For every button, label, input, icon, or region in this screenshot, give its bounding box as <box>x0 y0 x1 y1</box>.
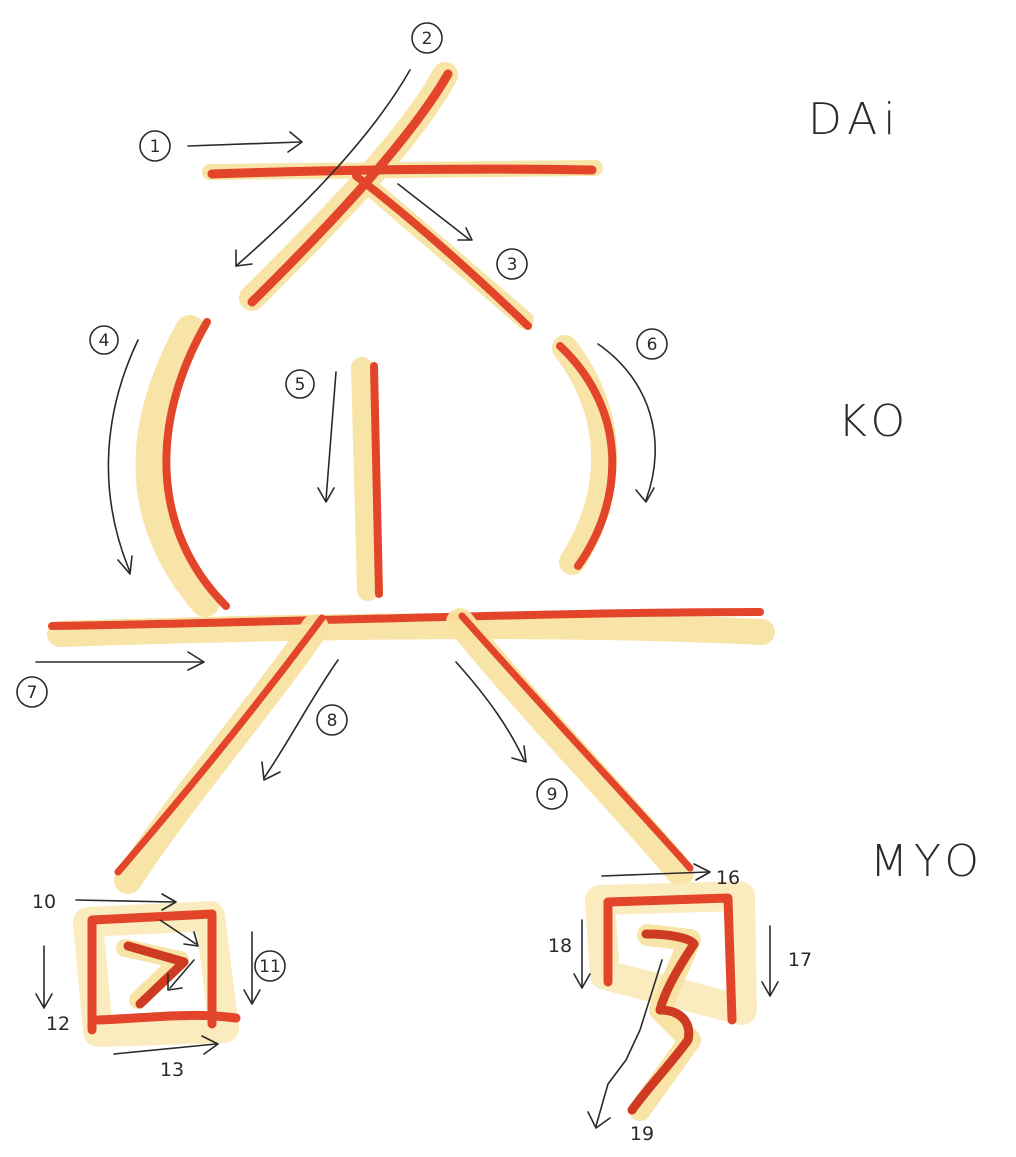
stroke-number-18: 18 <box>548 935 572 957</box>
stroke-number-11: 11 <box>259 957 281 977</box>
stroke-number-13: 13 <box>160 1059 184 1081</box>
stroke-number-1: 1 <box>150 137 161 157</box>
kanji-dai <box>210 74 595 326</box>
stroke-number-9: 9 <box>547 785 558 805</box>
stroke-number-3: 3 <box>507 255 518 275</box>
box-left-bottom <box>98 1015 236 1020</box>
stroke-3-right-falling <box>356 176 528 326</box>
stroke-number-16: 16 <box>716 867 740 889</box>
kanji-ko <box>150 322 612 606</box>
stroke-number-6: 6 <box>647 335 658 355</box>
arrow-stroke-1 <box>188 142 300 146</box>
stroke-5-vertical <box>374 366 379 594</box>
stroke-1-horizontal <box>212 169 592 174</box>
reading-myo: MYO <box>870 836 985 887</box>
stroke-numbers: 1 2 3 4 5 6 7 8 9 10 11 12 13 16 17 18 1… <box>17 23 812 1145</box>
stroke-number-10: 10 <box>32 891 56 913</box>
arrow-stroke-5 <box>326 372 336 500</box>
reading-ko: KO <box>838 396 911 447</box>
stroke-9-right-leg <box>462 616 690 868</box>
stroke-number-12: 12 <box>46 1013 70 1035</box>
readings: DAi KO MYO <box>808 94 985 887</box>
arrow-stroke-4 <box>108 340 138 572</box>
stroke-number-19: 19 <box>630 1123 654 1145</box>
stroke-number-5: 5 <box>295 375 306 395</box>
stroke-number-4: 4 <box>99 331 110 351</box>
kanji-myo <box>52 612 762 1110</box>
stroke-8-left-leg <box>118 618 322 872</box>
stroke-number-8: 8 <box>327 711 338 731</box>
stroke-number-17: 17 <box>788 949 812 971</box>
reading-dai: DAi <box>808 94 901 145</box>
stroke-number-2: 2 <box>422 29 433 49</box>
arrow-stroke-10 <box>76 900 174 902</box>
stroke-number-7: 7 <box>27 683 38 703</box>
